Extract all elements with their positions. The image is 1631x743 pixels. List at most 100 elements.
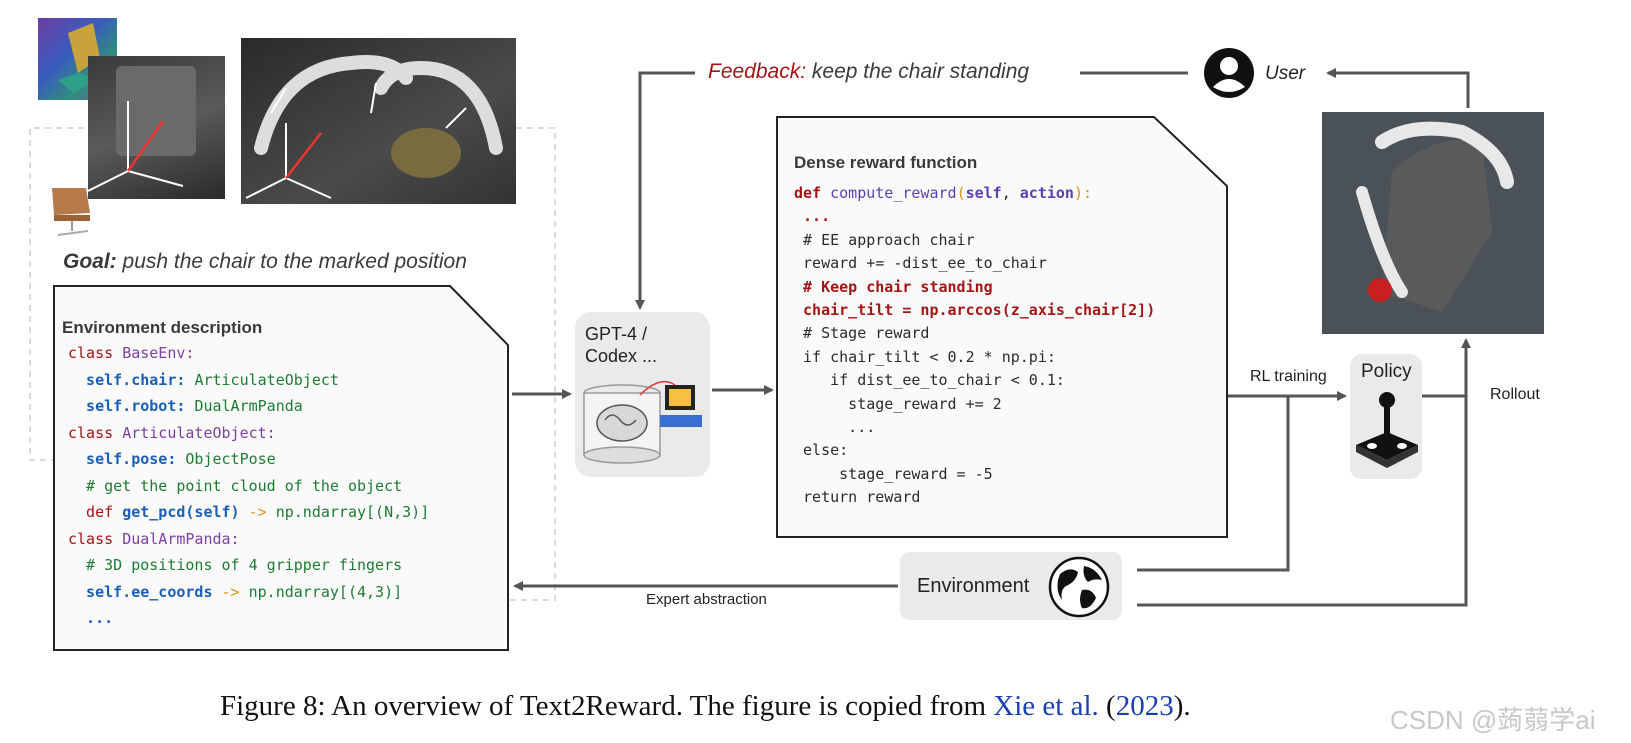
- globe-icon: [1048, 556, 1110, 618]
- reward-code-token: action: [1019, 184, 1074, 202]
- env-desc-code-token: # get the point cloud of the object: [68, 476, 403, 495]
- reward-code-token: ,: [1001, 184, 1020, 202]
- feedback-prefix: Feedback:: [708, 60, 807, 83]
- env-desc-code-line: class DualArmPanda:: [68, 530, 240, 548]
- env-desc-code-line: # get the point cloud of the object: [68, 477, 402, 495]
- reward-code-token: def: [794, 184, 831, 202]
- chair-object-icon: [44, 183, 100, 238]
- rl-training-label: RL training: [1250, 368, 1327, 385]
- caption-ref-year[interactable]: 2023: [1115, 690, 1174, 722]
- caption-ref-name[interactable]: Xie et al.: [993, 690, 1099, 722]
- figure-caption: Figure 8: An overview of Text2Reward. Th…: [220, 690, 1191, 723]
- reward-code-token: stage_reward = -5: [794, 464, 993, 483]
- arrow-feedback-to-gpt: [635, 71, 695, 310]
- feedback-text: Feedback: keep the chair standing: [708, 60, 1029, 84]
- joystick-icon: [1356, 392, 1418, 468]
- goal-prefix: Goal:: [63, 250, 117, 273]
- env-desc-title: Environment description: [62, 318, 263, 337]
- env-desc-code-token: self.robot:: [68, 397, 195, 415]
- reward-code-line: stage_reward = -5: [794, 465, 993, 483]
- env-desc-code-line: ...: [68, 609, 113, 627]
- reward-code-token: # EE approach chair: [794, 230, 975, 249]
- env-desc-code-token: class: [68, 423, 123, 442]
- reward-code-token: chair_tilt = np.arccos(z_axis_chair[2]): [794, 301, 1156, 319]
- goal-text: Goal: push the chair to the marked posit…: [63, 250, 467, 274]
- reward-code-token: ):: [1073, 184, 1093, 202]
- env-desc-code-token: ObjectPose: [185, 450, 276, 468]
- env-desc-code-line: class ArticulateObject:: [68, 424, 276, 442]
- arrow-image-to-user: [1326, 68, 1470, 108]
- robot-chair-render-icon: [1356, 121, 1514, 312]
- env-desc-code-token: ->: [239, 503, 276, 521]
- reward-code-line: # Stage reward: [794, 324, 929, 342]
- reward-box-shape: [776, 116, 1228, 538]
- gpt-label-line2: Codex ...: [585, 346, 658, 366]
- env-desc-code-token: ...: [68, 609, 114, 627]
- goal-body: push the chair to the marked position: [122, 250, 467, 273]
- dashed-outline: [29, 127, 556, 601]
- reward-code-line: else:: [794, 441, 848, 459]
- reward-code-token: reward += -dist_ee_to_chair: [794, 254, 1047, 273]
- caption-text: Figure 8: An overview of Text2Reward. Th…: [220, 690, 994, 722]
- rollout-image: [1322, 112, 1544, 334]
- feedback-body: keep the chair standing: [811, 60, 1030, 83]
- env-desc-code-line: self.pose: ObjectPose: [68, 450, 276, 468]
- env-desc-code-token: ->: [212, 582, 249, 601]
- env-desc-code-line: self.chair: ArticulateObject: [68, 371, 339, 389]
- reward-code-token: ...: [794, 207, 831, 226]
- env-desc-code-token: self.chair:: [68, 370, 195, 389]
- env-desc-code-line: def get_pcd(self) -> np.ndarray[(N,3)]: [68, 503, 429, 521]
- reward-code-token: if dist_ee_to_chair < 0.1:: [794, 371, 1065, 390]
- reward-code-line: if dist_ee_to_chair < 0.1:: [794, 371, 1065, 389]
- reward-code-line: # Keep chair standing: [794, 278, 993, 296]
- environment-label: Environment: [917, 575, 1030, 597]
- caption-ref-open: (: [1098, 690, 1116, 722]
- reward-code-token: compute_reward: [830, 184, 957, 202]
- env-desc-code-token: BaseEnv:: [122, 344, 195, 362]
- scene-chair-image: [87, 56, 225, 199]
- env-desc-code-line: self.ee_coords -> np.ndarray[(4,3)]: [68, 583, 402, 601]
- env-desc-code-token: np.ndarray[(4,3)]: [248, 582, 403, 601]
- brain-computer-icon: [583, 380, 702, 464]
- arrow-rollout-to-image: [1137, 338, 1471, 607]
- env-desc-code-token: self.ee_coords: [68, 582, 213, 601]
- reward-code-line: if chair_tilt < 0.2 * np.pi:: [794, 348, 1056, 366]
- env-desc-code-token: def: [68, 503, 123, 521]
- line-env-to-rl: [1137, 396, 1290, 572]
- env-desc-code-token: # 3D positions of 4 gripper fingers: [68, 556, 403, 574]
- env-desc-code-token: class: [68, 529, 123, 548]
- rollout-label: Rollout: [1490, 386, 1540, 403]
- reward-code-line: def compute_reward(self, action):: [794, 184, 1092, 202]
- reward-code-line: ...: [794, 207, 830, 225]
- gpt-label-line1: GPT-4 /: [585, 324, 648, 344]
- env-desc-code-token: ArticulateObject:: [122, 423, 276, 442]
- reward-code-line: stage_reward += 2: [794, 395, 1002, 413]
- expert-abstraction-label: Expert abstraction: [646, 591, 767, 608]
- env-desc-code-token: self.pose:: [68, 450, 186, 468]
- reward-code-token: return reward: [794, 488, 921, 507]
- env-desc-code-token: np.ndarray[(N,3)]: [275, 503, 430, 521]
- reward-code-token: ...: [794, 418, 876, 436]
- reward-code-token: else:: [794, 441, 849, 460]
- reward-code-token: self: [965, 184, 1002, 202]
- reward-code-token: (: [956, 184, 966, 202]
- user-label: User: [1265, 63, 1306, 84]
- env-desc-code-token: get_pcd(self): [122, 503, 240, 521]
- env-desc-code-token: DualArmPanda: [194, 397, 303, 415]
- reward-code-token: if chair_tilt < 0.2 * np.pi:: [794, 347, 1056, 366]
- user-icon: [1204, 48, 1254, 98]
- env-desc-code-line: # 3D positions of 4 gripper fingers: [68, 556, 402, 574]
- reward-code-token: # Keep chair standing: [794, 277, 993, 296]
- caption-ref-close: ).: [1173, 690, 1191, 722]
- env-desc-code-token: class: [68, 344, 123, 362]
- reward-code-line: chair_tilt = np.arccos(z_axis_chair[2]): [794, 301, 1155, 319]
- env-desc-code-token: DualArmPanda:: [122, 529, 240, 548]
- policy-label: Policy: [1361, 361, 1412, 382]
- reward-code-line: return reward: [794, 488, 920, 506]
- env-desc-code-line: self.robot: DualArmPanda: [68, 397, 303, 415]
- robot-arms-icon: [245, 55, 503, 199]
- env-desc-box-shape: [53, 285, 509, 651]
- reward-code-line: ...: [794, 418, 875, 436]
- reward-title: Dense reward function: [794, 153, 978, 172]
